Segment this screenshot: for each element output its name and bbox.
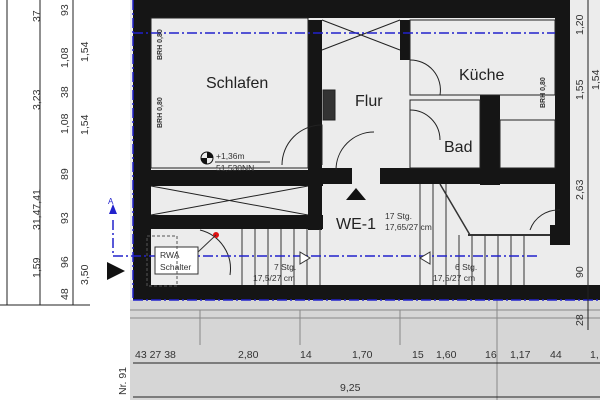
dim: 37 <box>31 10 43 22</box>
dim: 3,23 <box>31 89 43 110</box>
dim: 15 <box>412 349 424 361</box>
entrance-triangle-icon <box>107 262 125 280</box>
brh-label: BRH 0,80 <box>157 97 164 128</box>
dim: 14 <box>300 349 312 361</box>
rwa-label: RWA <box>160 250 180 260</box>
dim: 43 27 38 <box>135 349 176 361</box>
room-label-kueche: Küche <box>459 67 504 84</box>
dim: 1,54 <box>79 114 91 135</box>
street-number: Nr. 91 <box>117 367 129 395</box>
stair-right-steps: 6 Stg. <box>455 262 477 272</box>
dim: 2,80 <box>238 349 259 361</box>
dim: 96 <box>59 256 71 268</box>
walls <box>133 0 600 300</box>
dim: 93 <box>59 212 71 224</box>
dim: 1,60 <box>436 349 457 361</box>
dim: 2,63 <box>574 179 586 200</box>
dim: 31,47,41 <box>31 189 43 230</box>
partitions <box>150 17 561 276</box>
stair-left-ratio: 17,5/27 cm <box>253 273 295 283</box>
dim: 1,08 <box>59 113 71 134</box>
dim: 1,17 <box>510 349 531 361</box>
section-arrow-icon <box>109 204 117 214</box>
stair-main-steps: 17 Stg. <box>385 211 412 221</box>
dim: 1, <box>590 349 599 361</box>
brh-label: BRH 0,80 <box>540 77 547 108</box>
left-dimension-lines <box>0 0 90 306</box>
stair-arrow-icon <box>419 251 431 265</box>
dim: 3,50 <box>79 264 91 285</box>
unit-label: WE-1 <box>336 216 376 233</box>
room-label-schlafen: Schlafen <box>206 75 268 92</box>
level-marker-icon <box>200 151 214 165</box>
section-line <box>112 0 600 301</box>
dim: 9,25 <box>340 382 361 394</box>
dim: 1,54 <box>79 41 91 62</box>
brh-label: BRH 0,80 <box>157 29 164 60</box>
dim: 28 <box>574 314 586 326</box>
dim: 1,20 <box>574 14 586 35</box>
dim: 38 <box>59 86 71 98</box>
dim: 1,55 <box>574 79 586 100</box>
street-area <box>130 300 600 400</box>
section-marker-label: A <box>108 197 114 206</box>
room-label-bad: Bad <box>444 139 472 156</box>
dim: 90 <box>574 266 586 278</box>
dim: 1,59 <box>31 257 43 278</box>
dim: 1,08 <box>59 47 71 68</box>
dim: 44 <box>550 349 562 361</box>
dim: 16 <box>485 349 497 361</box>
level-nn: 51,530NN <box>216 163 254 173</box>
level-height: +1,36m <box>216 151 245 161</box>
stair-treads <box>241 183 550 285</box>
bottom-dimension-lines <box>133 362 600 398</box>
stair-left-steps: 7 Stg. <box>274 262 296 272</box>
rwa-label-2: Schalter <box>160 262 191 272</box>
dim: 1,54 <box>590 69 600 90</box>
dim: 93 <box>59 4 71 16</box>
dim: 48 <box>59 288 71 300</box>
dim: 89 <box>59 168 71 180</box>
paving-lines <box>130 300 600 400</box>
stair-main-ratio: 17,65/27 cm <box>385 222 432 232</box>
room-label-flur: Flur <box>355 93 383 110</box>
dim: 1,70 <box>352 349 373 361</box>
stair-right-ratio: 17,5/27 cm <box>433 273 475 283</box>
unit-marker-icon <box>346 188 366 200</box>
stair-arrow-icon <box>299 251 311 265</box>
